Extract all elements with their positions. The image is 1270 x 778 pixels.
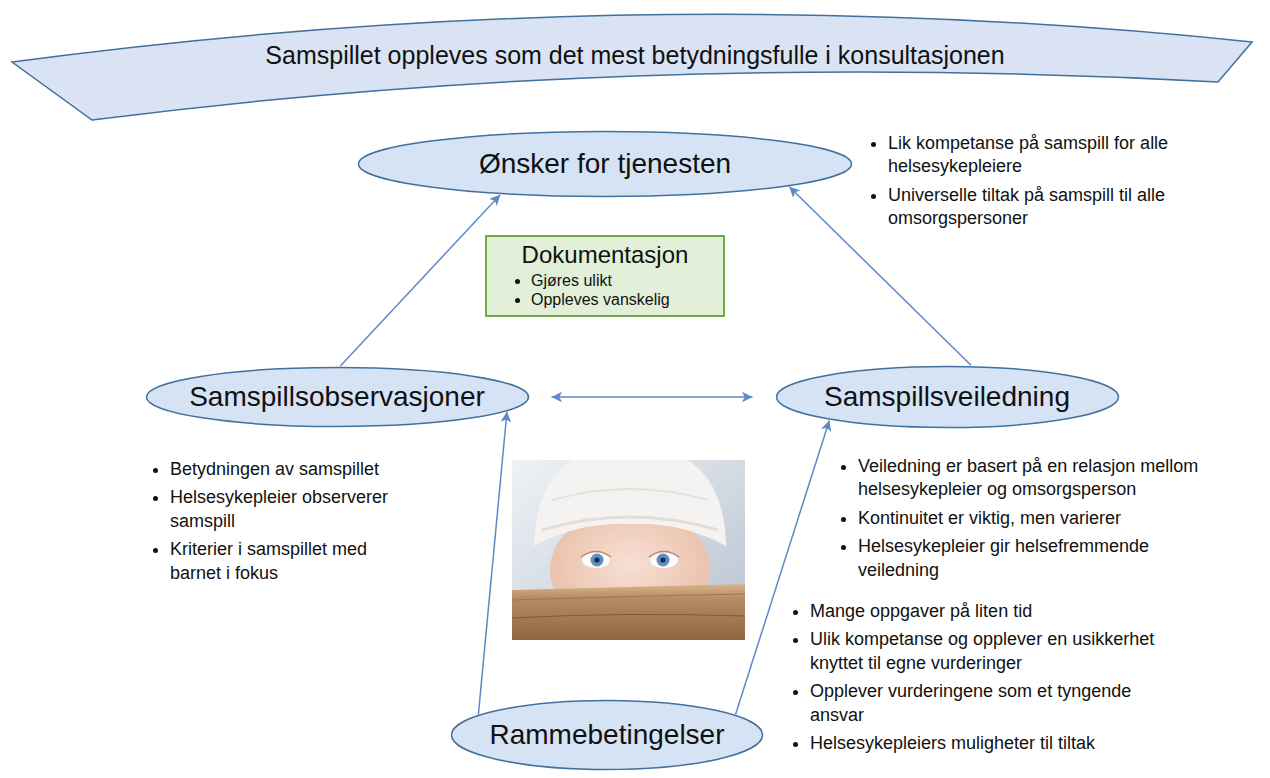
wood-grain (512, 594, 745, 600)
text-holder: Samspillsveiledning (824, 382, 1070, 413)
text-holder: Samspillet oppleves som det mest betydni… (0, 40, 1270, 70)
baby-eyelid (581, 552, 611, 558)
text-holder: Rammebetingelser (490, 720, 725, 751)
bullet-list: Gjøres uliktOppleves vanskelig (509, 271, 701, 309)
baby-photo (512, 460, 745, 640)
bullet-item: Gjøres ulikt (531, 271, 701, 290)
theme-ellipse: Samspillsobservasjoner (145, 366, 530, 428)
bullet-list: Lik kompetanse på samspill for alle hels… (868, 132, 1248, 236)
bullet-item: Mange oppgaver på liten tid (810, 600, 1170, 623)
hat-knit (542, 517, 718, 530)
arrow-connector (340, 195, 500, 366)
baby-iris (657, 554, 670, 567)
note-box: DokumentasjonGjøres uliktOppleves vanske… (485, 235, 725, 317)
bullet-item: Ulik kompetanse og opplever en usikkerhe… (810, 628, 1170, 675)
arrow-connector (552, 396, 753, 398)
theme-ellipse: Ønsker for tjenesten (357, 130, 853, 198)
bullet-item: Kriterier i samspillet med barnet i foku… (170, 538, 410, 585)
ellipse-label: Samspillsveiledning (824, 382, 1070, 413)
ellipse-outline (776, 367, 1118, 428)
bullet-item: Helsesykepleier gir helsefremmende veile… (858, 535, 1233, 582)
bullet-item: Kontinuitet er viktig, men varierer (858, 507, 1233, 530)
baby-iris (591, 554, 604, 567)
box-heading: Dokumentasjon (509, 241, 701, 269)
ribbon-outline (12, 14, 1252, 120)
bullet-list: Veiledning er basert på en relasjon mell… (838, 455, 1233, 587)
arrow-connector (478, 412, 507, 715)
bullet-item: Helsesykepleiers muligheter til tiltak (810, 732, 1170, 755)
theme-ellipse: Rammebetingelser (450, 699, 764, 771)
ellipse-outline (359, 132, 852, 197)
bullet-item: Betydningen av samspillet (170, 458, 410, 481)
text-holder: Samspillsobservasjoner (189, 382, 485, 413)
bullet-item: Universelle tiltak på samspill til alle … (888, 184, 1248, 231)
banner-ribbon: Samspillet oppleves som det mest betydni… (0, 0, 1270, 125)
ellipse-label: Rammebetingelser (490, 720, 725, 751)
wood-grain (512, 614, 745, 618)
bullet-list: Mange oppgaver på liten tidUlik kompetan… (790, 600, 1170, 760)
wooden-rail (512, 584, 745, 640)
text-holder: Ønsker for tjenesten (479, 149, 731, 180)
baby-pupil (594, 557, 599, 562)
baby-hat (534, 460, 726, 546)
baby-eye (582, 552, 610, 568)
bullet-item: Oppleves vanskelig (531, 290, 701, 309)
bullet-item: Opplever vurderingene som et tyngende an… (810, 680, 1170, 727)
bullet-item: Veiledning er basert på en relasjon mell… (858, 455, 1233, 502)
theme-ellipse: Samspillsveiledning (775, 365, 1120, 429)
ellipse-label: Ønsker for tjenesten (479, 149, 731, 180)
ellipse-label: Samspillsobservasjoner (189, 382, 485, 413)
bullet-list: Betydningen av samspilletHelsesykepleier… (150, 458, 410, 590)
ellipse-outline (146, 368, 528, 427)
bullet-item: Lik kompetanse på samspill for alle hels… (888, 132, 1248, 179)
hat-knit (552, 489, 708, 500)
ellipse-outline (452, 701, 763, 770)
bullet-item: Helsesykepleier observerer samspill (170, 486, 410, 533)
baby-pupil (660, 557, 665, 562)
baby-eyelid (649, 552, 679, 558)
baby-eye (650, 552, 678, 568)
banner-text: Samspillet oppleves som det mest betydni… (265, 40, 1004, 70)
